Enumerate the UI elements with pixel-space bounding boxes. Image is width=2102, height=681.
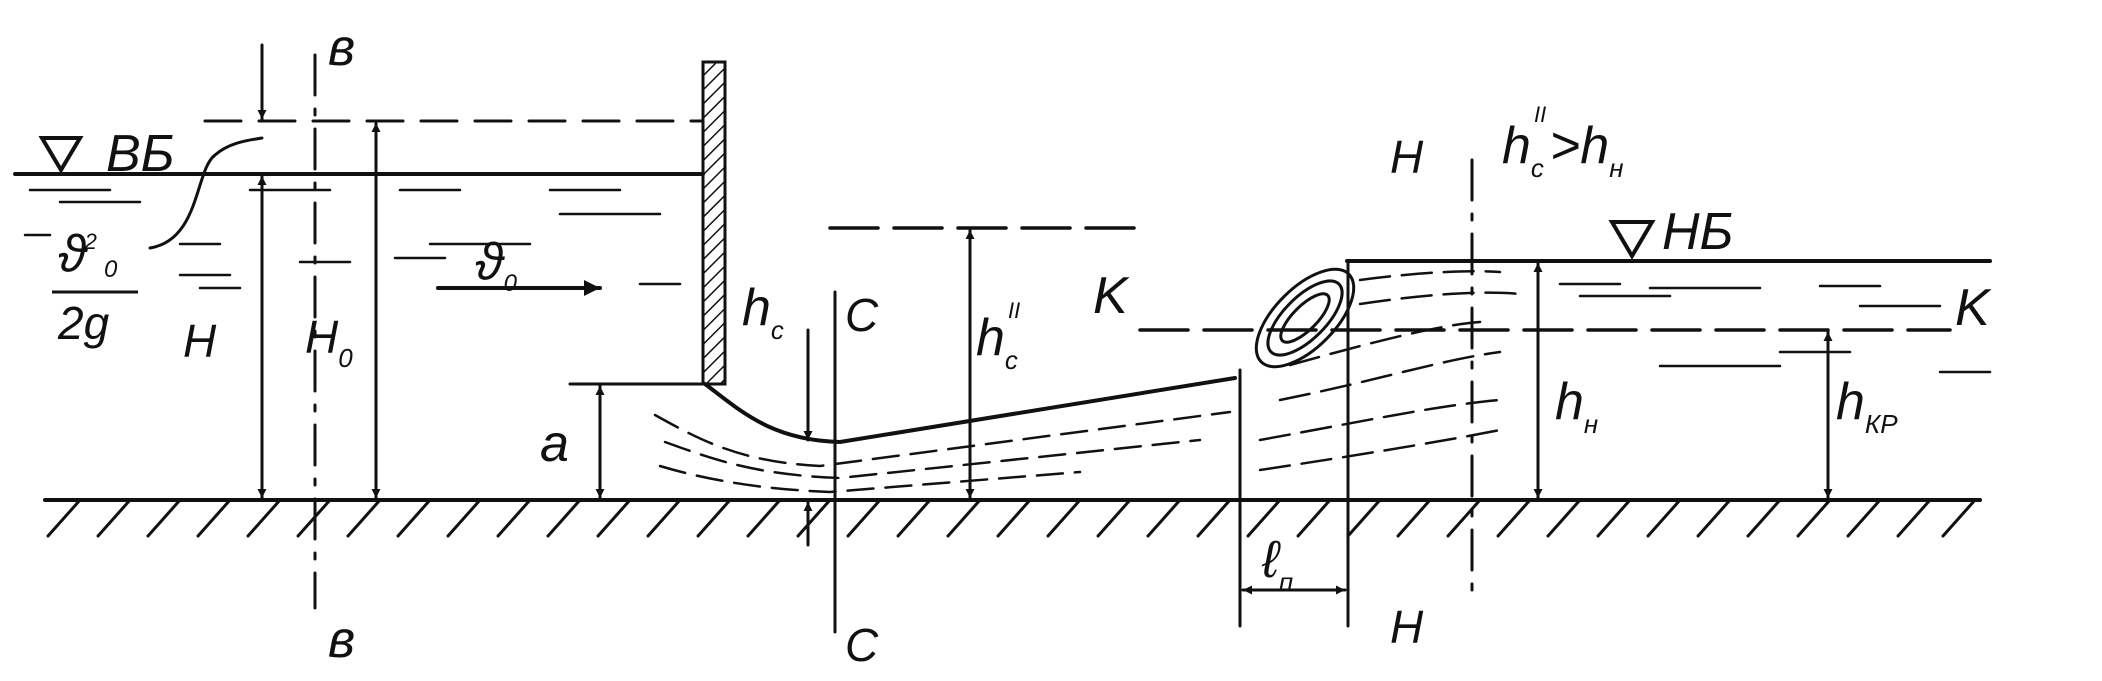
head-H0-label: H0 bbox=[305, 311, 353, 373]
jump-condition-sup: II bbox=[1534, 102, 1547, 127]
gate-opening-label: a bbox=[540, 415, 569, 473]
velocity-head-leader bbox=[148, 136, 264, 250]
hc-label: hc bbox=[742, 279, 784, 345]
upstream-level-label: ВБ bbox=[106, 125, 175, 183]
channel-bed-hatching bbox=[46, 498, 1977, 538]
critical-line-left-label: K bbox=[1093, 267, 1128, 325]
jump-condition-label: hc>hн bbox=[1502, 117, 1624, 183]
section-n-bottom-label: H bbox=[1390, 601, 1424, 653]
section-v-bottom-label: в bbox=[328, 611, 356, 669]
velocity-head-numerator-sub: 0 bbox=[104, 256, 118, 283]
velocity-head-denominator: 2g bbox=[58, 297, 110, 349]
critical-depth-label: hКР bbox=[1836, 373, 1898, 439]
conjugate-depth-sup: II bbox=[1008, 298, 1021, 323]
critical-line-right-label: K bbox=[1955, 279, 1990, 337]
jet-streamlines bbox=[653, 410, 1232, 494]
section-n-top-label: H bbox=[1390, 131, 1424, 183]
downstream-level-label: НБ bbox=[1662, 203, 1734, 261]
downstream-water-ripples bbox=[1558, 282, 1992, 374]
section-v-top-label: в bbox=[328, 19, 356, 77]
roller-length-label: ℓп bbox=[1262, 531, 1294, 597]
sluice-gate bbox=[701, 60, 727, 386]
head-H-label: H bbox=[183, 315, 217, 367]
upstream-level-triangle bbox=[38, 136, 84, 174]
upstream-water-ripples bbox=[23, 188, 682, 290]
downstream-level-triangle bbox=[1608, 220, 1656, 260]
tailwater-depth-label: hн bbox=[1555, 373, 1599, 439]
section-c-top-label: C bbox=[845, 289, 879, 341]
velocity-label: ϑ0 bbox=[475, 233, 517, 297]
hydraulic-jump-roller bbox=[1254, 267, 1356, 369]
section-c-bottom-label: C bbox=[845, 619, 879, 671]
conjugate-depth-label: hc bbox=[976, 309, 1018, 375]
velocity-head-numerator: ϑ2 bbox=[58, 225, 97, 283]
roller-flow-lines bbox=[1258, 270, 1522, 472]
jet-surface bbox=[703, 376, 1237, 445]
